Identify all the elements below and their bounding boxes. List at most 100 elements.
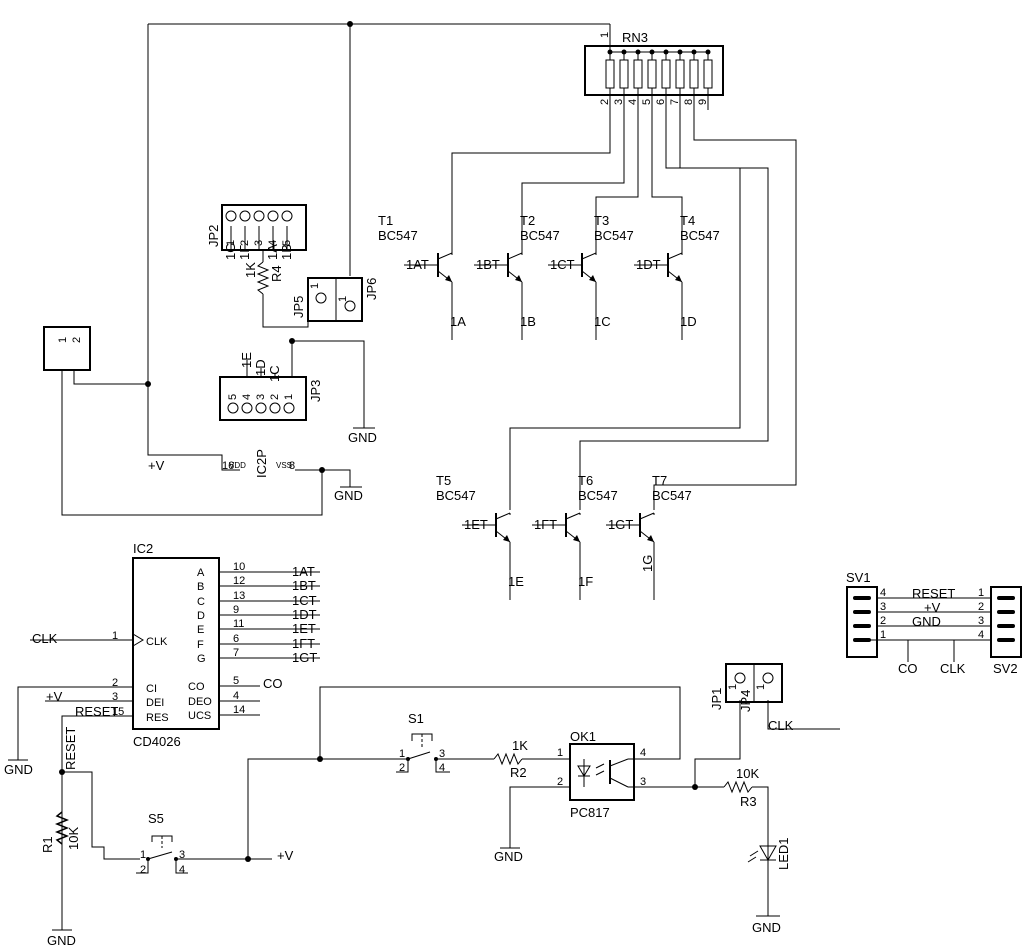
transistor-ref: T6 [578,473,593,488]
transistor-base-net: 1FT [534,517,557,532]
s1-pin-2: 2 [399,762,405,774]
rn3-pin-7: 7 [669,99,681,105]
transistor-base-net: 1GT [608,517,633,532]
ic2-pin-num: 7 [233,647,239,659]
ic2-net-label: 1ET [292,621,316,636]
jp3-pin-4: 4 [241,394,253,400]
r3-ref: R3 [740,794,757,809]
ic2-part: CD4026 [133,734,181,749]
s5-pin-3: 3 [179,849,185,861]
transistor-ref: T2 [520,213,535,228]
jp4-ref: JP4 [738,690,753,712]
ic2-pin-num: 5 [233,675,239,687]
r4-ref: R4 [269,265,284,282]
s5-switch: S5 1 2 3 4 +V [136,811,294,876]
ic2-pin-name: A [197,567,205,579]
jp1-pin-1: 1 [727,684,739,690]
jp3-ref: JP3 [308,380,323,402]
jp5-ref: JP5 [291,296,306,318]
jp5-jp6-headers: 1 1 JP5 JP6 [291,277,379,322]
rn3-resistor-element [675,59,685,89]
gnd-label: GND [334,488,363,503]
ic2-pin-name: D [197,610,205,622]
ic2-pin-name: F [197,639,204,651]
s1-ok1-circuit: S1 1 2 3 4 1K R2 GND [247,686,681,864]
power-connector-pin-1: 1 [57,337,69,343]
sv2-ref: SV2 [993,661,1018,676]
ic2-pin-name: E [197,624,204,636]
jp2-pin-4: 4 [267,240,279,246]
ic2-ref: IC2 [133,541,153,556]
transistor-emitter-net: 1B [520,314,536,329]
reset-net-label: RESET [75,704,118,719]
jp5-pin-1: 1 [309,283,321,289]
sv2-pin-2: 2 [978,601,984,613]
transistor-ref: T7 [652,473,667,488]
transistor-ref: T3 [594,213,609,228]
jp2-net-label: 1F [237,245,252,260]
sv1-pin-4: 4 [880,587,886,599]
ic2-net-label: CO [263,676,283,691]
ic2-net-label: 1DT [292,607,317,622]
clk-output-label: CLK [768,718,794,733]
transistor-ref: T1 [378,213,393,228]
ic2-pin-num: 14 [233,704,245,716]
s5-ref: S5 [148,811,164,826]
transistor-part: BC547 [578,488,618,503]
s1-pin-3: 3 [439,748,445,760]
transistor-emitter-net: 1C [594,314,611,329]
jp3-gnd-label: GND [348,430,377,445]
ic2-pin-name: CLK [146,636,168,648]
ic2-net-label: 1BT [292,578,316,593]
ic2-pin-num: 13 [233,590,245,602]
r1-resistor: GND R1 10K [40,811,81,948]
r1-ref: R1 [40,836,55,853]
ic2-pin-name: B [197,581,204,593]
transistor-emitter-net: 1G [640,555,655,572]
ic2-net-label: 1AT [292,564,315,579]
r3-value: 10K [736,766,759,781]
ic2-pin-num: 9 [233,604,239,616]
sv-net-label: +V [924,600,941,615]
jp3-pin-5: 5 [227,394,239,400]
output-circuit: 10K R3 LED1 GND 1 1 JP1 JP4 CLK [645,663,840,935]
transistor-group: T1BC5471AT1AT2BC5471BT1BT3BC5471CT1CT4BC… [378,213,720,600]
transistor-ref: T5 [436,473,451,488]
ic2-pin-num: 6 [233,633,239,645]
ok1-ref: OK1 [570,729,596,744]
ic2p-vdd-num: 16 [222,460,234,472]
jp2-net-label: 1A [265,244,280,260]
sv-net-label: RESET [912,586,955,601]
rn3-pin-6: 6 [655,99,667,105]
ok1-pin-2: 2 [557,776,563,788]
r1-value: 10K [66,827,81,850]
sv1-ref: SV1 [846,570,871,585]
rn3-ref: RN3 [622,30,648,45]
s1-pin-4: 4 [439,762,445,774]
s5-pin-4: 4 [179,864,185,876]
jp2-pin-1: 1 [225,240,237,246]
transistor-base-net: 1CT [550,257,575,272]
transistor-emitter-net: 1E [508,574,524,589]
rn3-pin-9: 9 [697,99,709,105]
rn3-resistor-element [689,59,699,89]
ic2-pin-name: RES [146,712,169,724]
ok1-pin-1: 1 [557,747,563,759]
ic2-net-label: 1GT [292,650,317,665]
ic2-pin-name: UCS [188,710,211,722]
transistor-emitter-net: 1D [680,314,697,329]
rn3-pin-4: 4 [627,99,639,105]
transistor-part: BC547 [436,488,476,503]
ic2-pin-name: DEO [188,696,212,708]
s5-pin-2: 2 [140,864,146,876]
ic2-pin-num: 2 [112,677,118,689]
jp2-ref: JP2 [206,225,221,247]
